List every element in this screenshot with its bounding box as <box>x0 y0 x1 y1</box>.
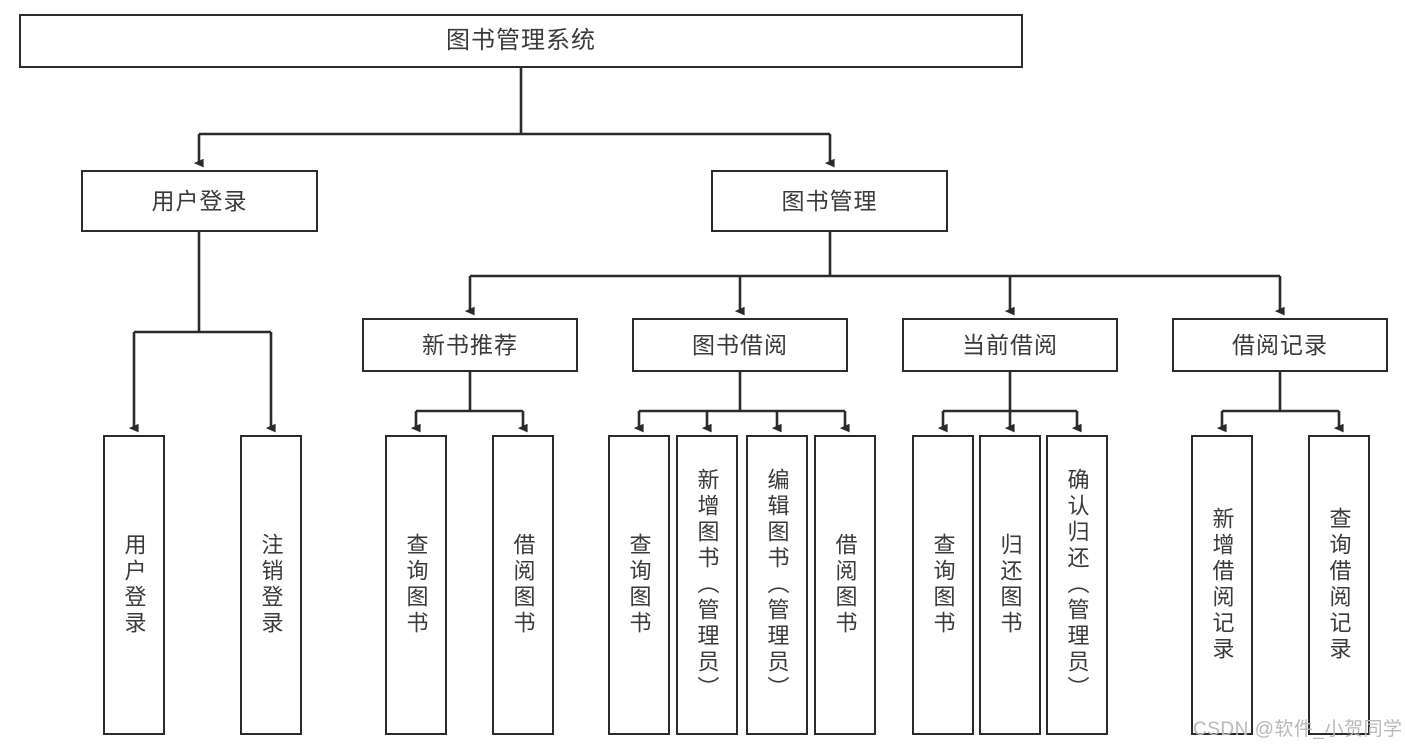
node-current-borrow-label: 当前借阅 <box>962 331 1058 358</box>
node-root-label: 图书管理系统 <box>446 27 596 55</box>
leaf-borrow-borrow-book[interactable]: 借阅图书 <box>814 435 876 735</box>
leaf-current-query-book-label: 查询图书 <box>930 533 956 637</box>
node-root[interactable]: 图书管理系统 <box>19 14 1023 68</box>
leaf-recommend-query-book[interactable]: 查询图书 <box>385 435 447 735</box>
leaf-borrow-add-book-label: 新增图书（管理员） <box>694 468 720 702</box>
leaf-current-query-book[interactable]: 查询图书 <box>912 435 974 735</box>
node-user-login[interactable]: 用户登录 <box>81 170 318 232</box>
leaf-recommend-borrow-book-label: 借阅图书 <box>510 533 536 637</box>
node-book-management[interactable]: 图书管理 <box>711 170 948 232</box>
leaf-record-add-record[interactable]: 新增借阅记录 <box>1191 435 1253 735</box>
leaf-current-return-book-label: 归还图书 <box>997 533 1023 637</box>
leaf-borrow-borrow-book-label: 借阅图书 <box>832 533 858 637</box>
leaf-current-return-book[interactable]: 归还图书 <box>979 435 1041 735</box>
node-borrow-record-label: 借阅记录 <box>1232 331 1328 358</box>
leaf-current-confirm-return-label: 确认归还（管理员） <box>1064 468 1090 702</box>
node-book-borrow-label: 图书借阅 <box>692 331 788 358</box>
leaf-borrow-edit-book-label: 编辑图书（管理员） <box>764 468 790 702</box>
leaf-recommend-borrow-book[interactable]: 借阅图书 <box>492 435 554 735</box>
leaf-user-login-signout-label: 注销登录 <box>258 533 284 637</box>
leaf-record-query-record[interactable]: 查询借阅记录 <box>1308 435 1370 735</box>
csdn-watermark: CSDN @软件_小贺同学 <box>1193 719 1403 740</box>
leaf-borrow-query-book[interactable]: 查询图书 <box>608 435 670 735</box>
node-borrow-record[interactable]: 借阅记录 <box>1172 318 1388 372</box>
leaf-recommend-query-book-label: 查询图书 <box>403 533 429 637</box>
leaf-user-login-signin-label: 用户登录 <box>121 533 147 637</box>
leaf-borrow-add-book[interactable]: 新增图书（管理员） <box>676 435 738 735</box>
leaf-user-login-signin[interactable]: 用户登录 <box>103 435 165 735</box>
node-user-login-label: 用户登录 <box>151 187 248 214</box>
node-current-borrow[interactable]: 当前借阅 <box>902 318 1118 372</box>
leaf-borrow-query-book-label: 查询图书 <box>626 533 652 637</box>
leaf-borrow-edit-book[interactable]: 编辑图书（管理员） <box>746 435 808 735</box>
node-new-book-recommend-label: 新书推荐 <box>422 331 518 358</box>
leaf-current-confirm-return[interactable]: 确认归还（管理员） <box>1046 435 1108 735</box>
node-book-management-label: 图书管理 <box>781 187 878 214</box>
node-new-book-recommend[interactable]: 新书推荐 <box>362 318 578 372</box>
leaf-record-add-record-label: 新增借阅记录 <box>1209 507 1235 663</box>
leaf-record-query-record-label: 查询借阅记录 <box>1326 507 1352 663</box>
node-book-borrow[interactable]: 图书借阅 <box>632 318 848 372</box>
leaf-user-login-signout[interactable]: 注销登录 <box>240 435 302 735</box>
